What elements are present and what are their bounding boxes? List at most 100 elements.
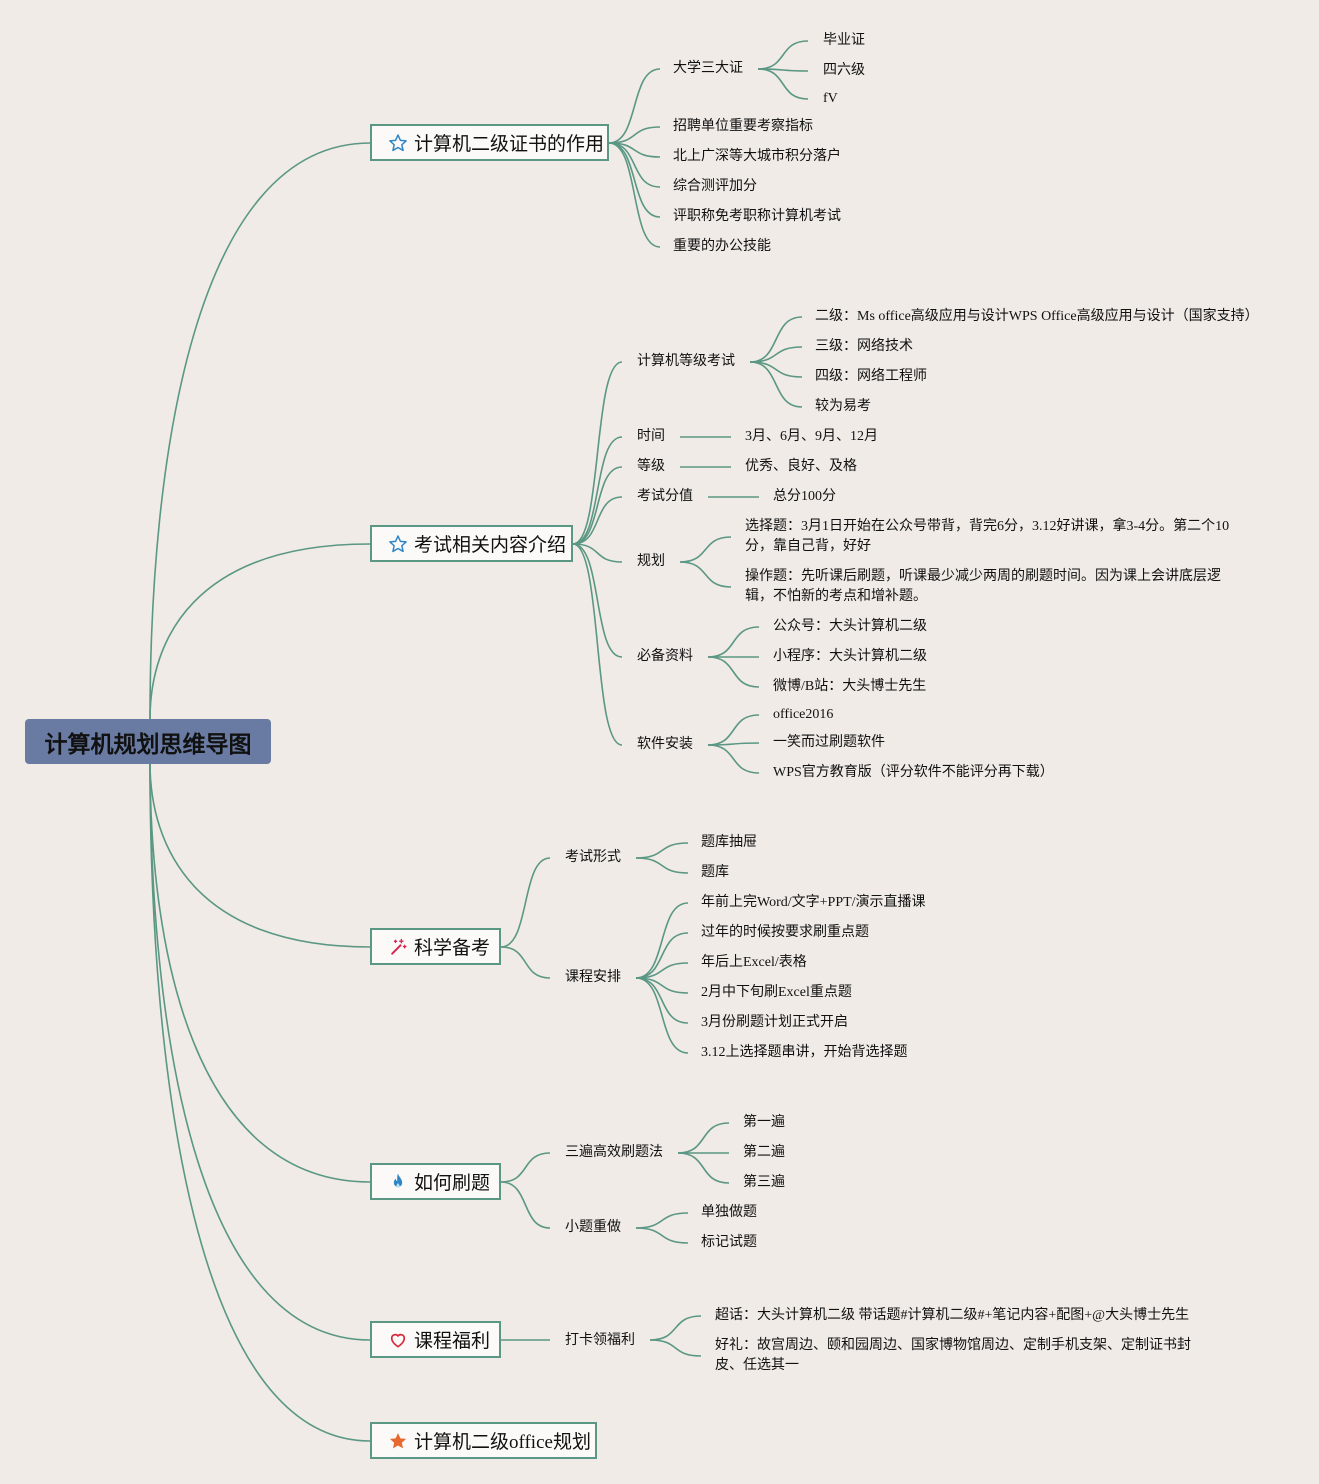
connector-line [649,1315,702,1341]
node-item[interactable]: 三级：网络技术 [815,339,913,354]
connector-line [608,142,661,218]
branch-certificate-role[interactable]: 计算机二级证书的作用 [370,124,609,161]
node-software[interactable]: 软件安装 [637,737,693,752]
connector-line [649,1339,702,1357]
node-form[interactable]: 考试形式 [565,850,621,865]
node-item[interactable]: 2月中下旬刷Excel重点题 [701,985,852,1000]
connector-line [635,1212,689,1229]
node-item[interactable]: 四六级 [823,63,865,78]
node-item[interactable]: 第一遍 [743,1115,785,1130]
branch-science-prep[interactable]: 科学备考 [370,928,501,965]
connector-line [500,857,551,948]
branch-title: 计算机二级证书的作用 [414,134,605,155]
node-item[interactable]: 单独做题 [701,1205,757,1220]
node-item[interactable]: 3月份刷题计划正式开启 [701,1015,848,1030]
node-item[interactable]: 四级：网络工程师 [815,369,927,384]
node-item[interactable]: 综合测评加分 [673,179,757,194]
connector-line [635,1227,689,1244]
star-filled-icon [388,1431,408,1451]
node-exam[interactable]: 计算机等级考试 [637,354,735,369]
branch-course-benefits[interactable]: 课程福利 [370,1321,501,1358]
node-item[interactable]: 操作题：先听课后刷题，听课最少减少两周的刷题时间。因为课上会讲底层逻辑，不怕新的… [745,569,1221,604]
connector-line [635,902,689,979]
node-item[interactable]: 毕业证 [823,33,865,48]
connector-line [757,40,809,70]
node-item[interactable]: 标记试题 [701,1235,757,1250]
connector-line [635,857,689,874]
node-item[interactable]: 二级：Ms office高级应用与设计WPS Office高级应用与设计（国家支… [815,309,1259,324]
node-course[interactable]: 课程安排 [565,970,621,985]
node-item[interactable]: 评职称免考职称计算机考试 [673,209,841,224]
star-outline-icon [388,534,408,554]
branch-title: 考试相关内容介绍 [414,535,567,556]
connector-line [572,466,623,545]
node-checkin[interactable]: 打卡领福利 [565,1333,635,1348]
node-item[interactable]: 选择题：3月1日开始在公众号带背，背完6分，3.12好讲课，拿3-4分。第二个1… [745,519,1230,554]
connector-line [679,536,732,563]
node-item[interactable]: 超话：大头计算机二级 带话题#计算机二级#+笔记内容+配图+@大头博士先生 [715,1308,1190,1323]
node-item[interactable]: 3.12上选择题串讲，开始背选择题 [701,1045,908,1060]
node-item[interactable]: 第二遍 [743,1145,785,1160]
connector-line [149,762,371,948]
root-node[interactable]: 计算机规划思维导图 [25,719,271,764]
connector-line [608,68,661,144]
node-item[interactable]: 总分100分 [773,489,836,504]
connector-line [572,361,623,545]
node-item[interactable]: fV [823,91,838,106]
connector-line [635,977,689,1054]
branch-exam-intro[interactable]: 考试相关内容介绍 [370,525,573,562]
node-score[interactable]: 考试分值 [637,489,693,504]
node-item[interactable]: 重要的办公技能 [673,239,771,254]
connector-line [677,1152,730,1184]
node-item[interactable]: office2016 [773,707,834,722]
node-item[interactable]: 招聘单位重要考察指标 [673,119,813,134]
connector-line [572,543,623,658]
connector-line [149,762,371,1442]
connector-line [635,932,689,979]
connector-line [149,762,371,1341]
node-item[interactable]: 好礼：故宫周边、颐和园周边、国家博物馆周边、定制手机支架、定制证书封皮、任选其一 [715,1338,1191,1373]
fire-icon [388,1172,408,1192]
node-item[interactable]: WPS官方教育版（评分软件不能评分再下载） [773,765,1054,780]
branch-how-to-practice[interactable]: 如何刷题 [370,1163,501,1200]
connector-line [149,543,371,720]
node-item[interactable]: 小程序：大头计算机二级 [773,649,927,664]
node-item[interactable]: 年前上完Word/文字+PPT/演示直播课 [701,895,926,910]
connector-line [635,842,689,859]
node-item[interactable]: 较为易考 [815,399,871,414]
node-item[interactable]: 一笑而过刷题软件 [773,735,885,750]
connector-line [149,762,371,1183]
branch-office-plan[interactable]: 计算机二级office规划 [370,1422,597,1459]
connector-line [707,714,760,746]
connector-line [572,543,623,746]
node-item[interactable]: 优秀、良好、及格 [745,459,857,474]
node-item[interactable]: 题库 [701,865,729,880]
node-three-pass[interactable]: 三遍高效刷题法 [565,1145,663,1160]
connector-line [572,543,623,563]
node-materials[interactable]: 必备资料 [637,649,693,664]
connector-line [749,346,803,363]
node-item[interactable]: 题库抽屉 [701,835,757,850]
connector-line [749,316,803,363]
connector-line [572,436,623,545]
connector-line [572,496,623,545]
node-item[interactable]: 年后上Excel/表格 [701,955,807,970]
connector-line [677,1122,730,1154]
connector-line [707,656,760,688]
branch-title: 计算机二级office规划 [414,1432,591,1453]
node-item[interactable]: 第三遍 [743,1175,785,1190]
node-item[interactable]: 微博/B站：大头博士先生 [773,679,927,694]
node-plan[interactable]: 规划 [637,554,665,569]
node-item[interactable]: 北上广深等大城市积分落户 [673,149,841,164]
star-outline-icon [388,133,408,153]
node-grade[interactable]: 等级 [637,459,665,474]
branch-title: 如何刷题 [414,1173,491,1194]
node-time[interactable]: 时间 [637,429,665,444]
node-small-redo[interactable]: 小题重做 [565,1220,621,1235]
node-item[interactable]: 过年的时候按要求刷重点题 [701,925,869,940]
node-item[interactable]: 3月、6月、9月、12月 [745,429,878,444]
node-item[interactable]: 公众号：大头计算机二级 [773,619,927,634]
node-certs[interactable]: 大学三大证 [673,61,743,76]
heart-icon [388,1330,408,1350]
